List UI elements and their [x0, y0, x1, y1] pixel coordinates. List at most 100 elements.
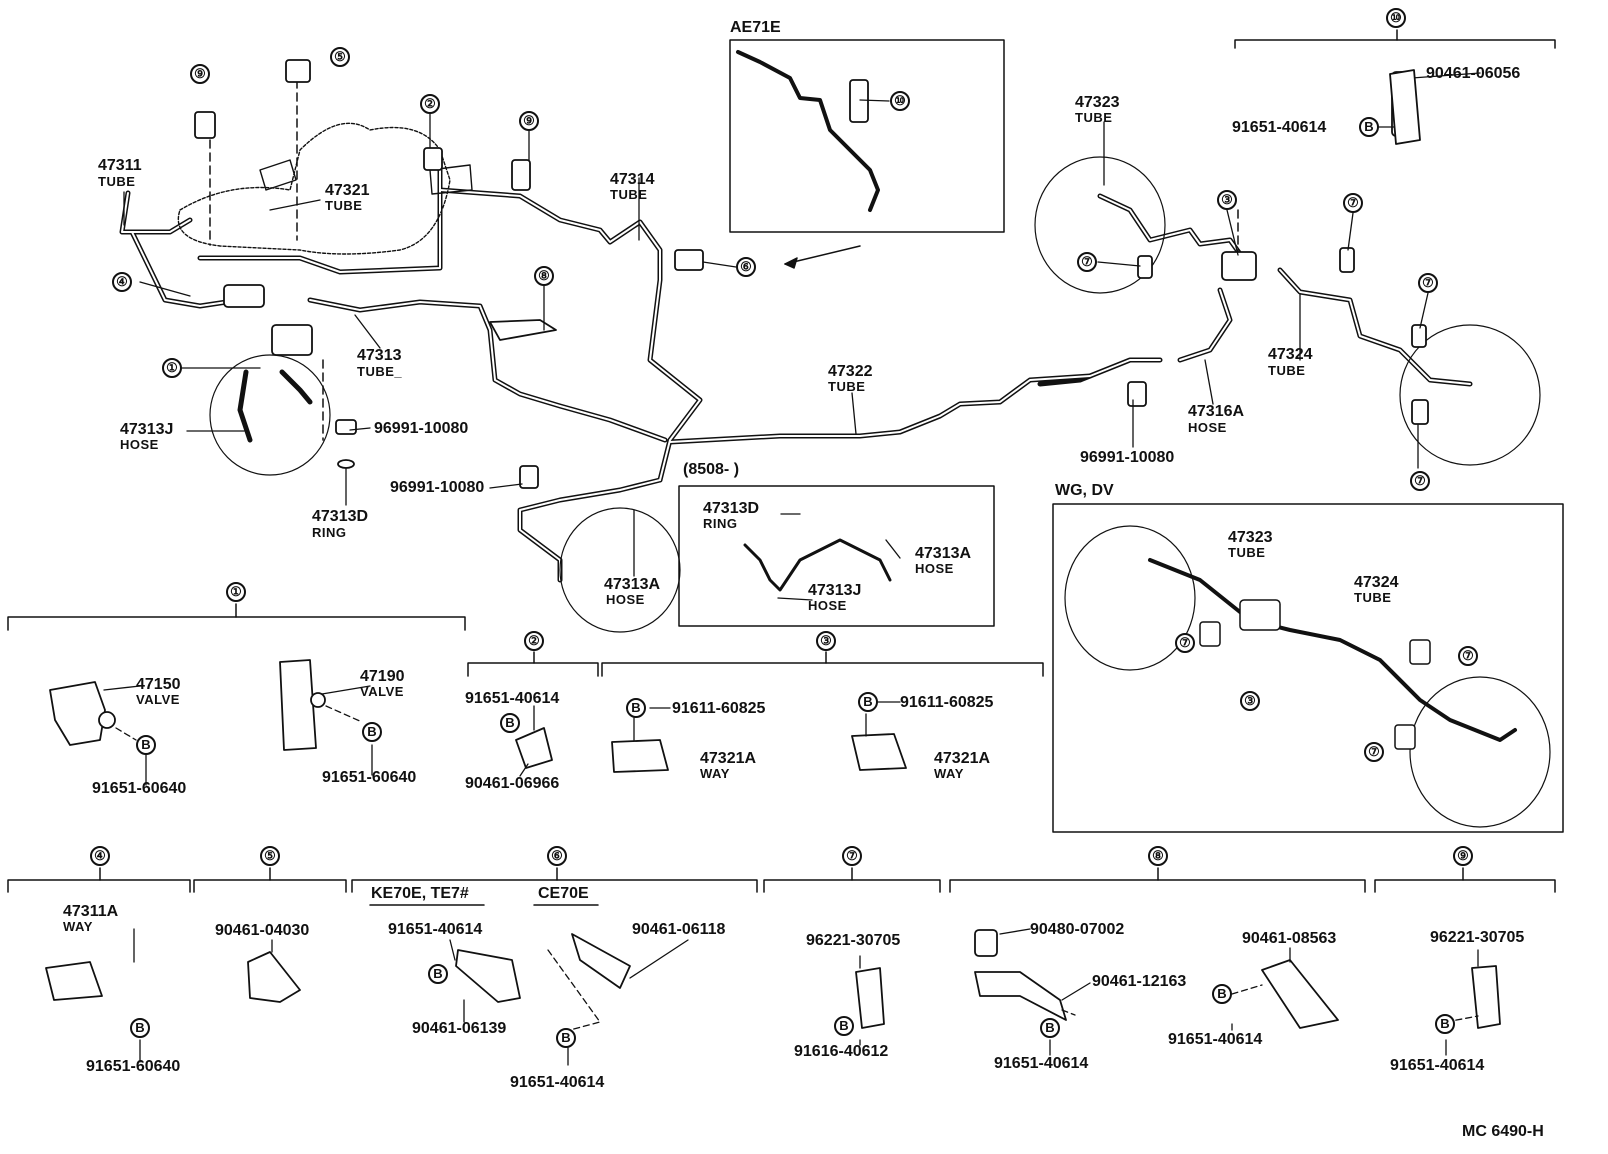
bolt-mark: B	[1359, 117, 1379, 137]
callout-4: ④	[112, 272, 132, 292]
type-tube: TUBE	[1268, 363, 1306, 378]
callout-10: ⑩	[890, 91, 910, 111]
type-way: WAY	[63, 919, 93, 934]
part-47316a: 47316A	[1188, 403, 1245, 420]
part-90461-06966: 90461-06966	[465, 775, 560, 792]
bolt-mark: B	[428, 964, 448, 984]
type-way: WAY	[934, 766, 964, 781]
type-ring: RING	[703, 516, 738, 531]
bolt-mark: B	[1040, 1018, 1060, 1038]
type-hose: HOSE	[808, 598, 847, 613]
type-valve: VALVE	[360, 684, 404, 699]
part-47190: 47190	[360, 668, 405, 685]
type-way: WAY	[700, 766, 730, 781]
callout-3: ③	[816, 631, 836, 651]
bolt-mark: B	[362, 722, 382, 742]
bolt-mark: B	[1212, 984, 1232, 1004]
type-hose: HOSE	[1188, 420, 1227, 435]
callout-8: ⑧	[534, 266, 554, 286]
part-91651-40614: 91651-40614	[465, 690, 560, 707]
part-47324: 47324	[1268, 346, 1313, 363]
part-96221-30705: 96221-30705	[1430, 929, 1525, 946]
type-tube: TUBE	[1354, 590, 1392, 605]
type-valve: VALVE	[136, 692, 180, 707]
type-tube: TUBE	[1228, 545, 1266, 560]
callout-6: ⑥	[547, 846, 567, 866]
type-hose: HOSE	[606, 592, 645, 607]
callout-5: ⑤	[330, 47, 350, 67]
part-47321a: 47321A	[700, 750, 757, 767]
bolt-mark: B	[136, 735, 156, 755]
callout-3: ③	[1217, 190, 1237, 210]
part-91651-40614: 91651-40614	[1232, 119, 1327, 136]
type-ring: RING	[312, 525, 347, 540]
bolt-mark: B	[858, 692, 878, 712]
callout-7: ⑦	[1364, 742, 1384, 762]
bolt-mark: B	[500, 713, 520, 733]
part-47313j: 47313J	[120, 421, 174, 438]
part-47314: 47314	[610, 171, 655, 188]
part-47321a: 47321A	[934, 750, 991, 767]
callout-9: ⑨	[190, 64, 210, 84]
callout-1: ①	[226, 582, 246, 602]
part-90461-06139: 90461-06139	[412, 1020, 507, 1037]
part-47150: 47150	[136, 676, 181, 693]
group-brackets	[7, 29, 1556, 906]
callout-1: ①	[162, 358, 182, 378]
part-90461-06056: 90461-06056	[1426, 65, 1521, 82]
callout-10: ⑩	[1386, 8, 1406, 28]
part-91616-40612: 91616-40612	[794, 1043, 889, 1060]
callout-7: ⑦	[1077, 252, 1097, 272]
part-96991-10080: 96991-10080	[390, 479, 485, 496]
part-91611-60825: 91611-60825	[672, 700, 766, 717]
part-47313d: 47313D	[703, 500, 760, 517]
main-fittings	[194, 59, 1429, 489]
part-90461-04030: 90461-04030	[215, 922, 310, 939]
part-91651-60640: 91651-60640	[322, 769, 417, 786]
type-hose: HOSE	[120, 437, 159, 452]
part-47324: 47324	[1354, 574, 1399, 591]
ke70e-title: KE70E, TE7#	[371, 885, 469, 902]
part-47323: 47323	[1228, 529, 1273, 546]
part-47322: 47322	[828, 363, 873, 380]
callout-6: ⑥	[736, 257, 756, 277]
callout-7: ⑦	[1418, 273, 1438, 293]
callout-7: ⑦	[842, 846, 862, 866]
part-91651-60640: 91651-60640	[92, 780, 187, 797]
part-91651-40614: 91651-40614	[388, 921, 483, 938]
part-47313j: 47313J	[808, 582, 862, 599]
part-47311: 47311	[98, 157, 142, 174]
part-90461-08563: 90461-08563	[1242, 930, 1337, 947]
bolt-mark: B	[556, 1028, 576, 1048]
part-91651-40614: 91651-40614	[1390, 1057, 1485, 1074]
callout-8: ⑧	[1148, 846, 1168, 866]
part-47311a: 47311A	[63, 903, 119, 920]
callout-3: ③	[1240, 691, 1260, 711]
part-90480-07002: 90480-07002	[1030, 921, 1125, 938]
type-tube: TUBE	[1075, 110, 1113, 125]
part-47313a: 47313A	[915, 545, 972, 562]
type-tube: TUBE_	[357, 364, 403, 379]
detail-parts	[45, 69, 1501, 1029]
part-47321: 47321	[325, 182, 370, 199]
part-96221-30705: 96221-30705	[806, 932, 901, 949]
callout-7: ⑦	[1410, 471, 1430, 491]
part-90461-12163: 90461-12163	[1092, 973, 1187, 990]
part-8508: (8508- )	[683, 461, 740, 478]
callout-7: ⑦	[1343, 193, 1363, 213]
part-91651-40614: 91651-40614	[1168, 1031, 1263, 1048]
diagram-code: MC 6490-H	[1462, 1123, 1544, 1140]
part-96991-10080: 96991-10080	[374, 420, 469, 437]
callout-7: ⑦	[1458, 646, 1478, 666]
callout-9: ⑨	[1453, 846, 1473, 866]
bolt-mark: B	[834, 1016, 854, 1036]
part-91651-40614: 91651-40614	[510, 1074, 605, 1091]
bolt-mark: B	[626, 698, 646, 718]
part-47313: 47313	[357, 347, 402, 364]
callout-4: ④	[90, 846, 110, 866]
bolt-mark: B	[130, 1018, 150, 1038]
callout-2: ②	[524, 631, 544, 651]
bolt-mark: B	[1435, 1014, 1455, 1034]
